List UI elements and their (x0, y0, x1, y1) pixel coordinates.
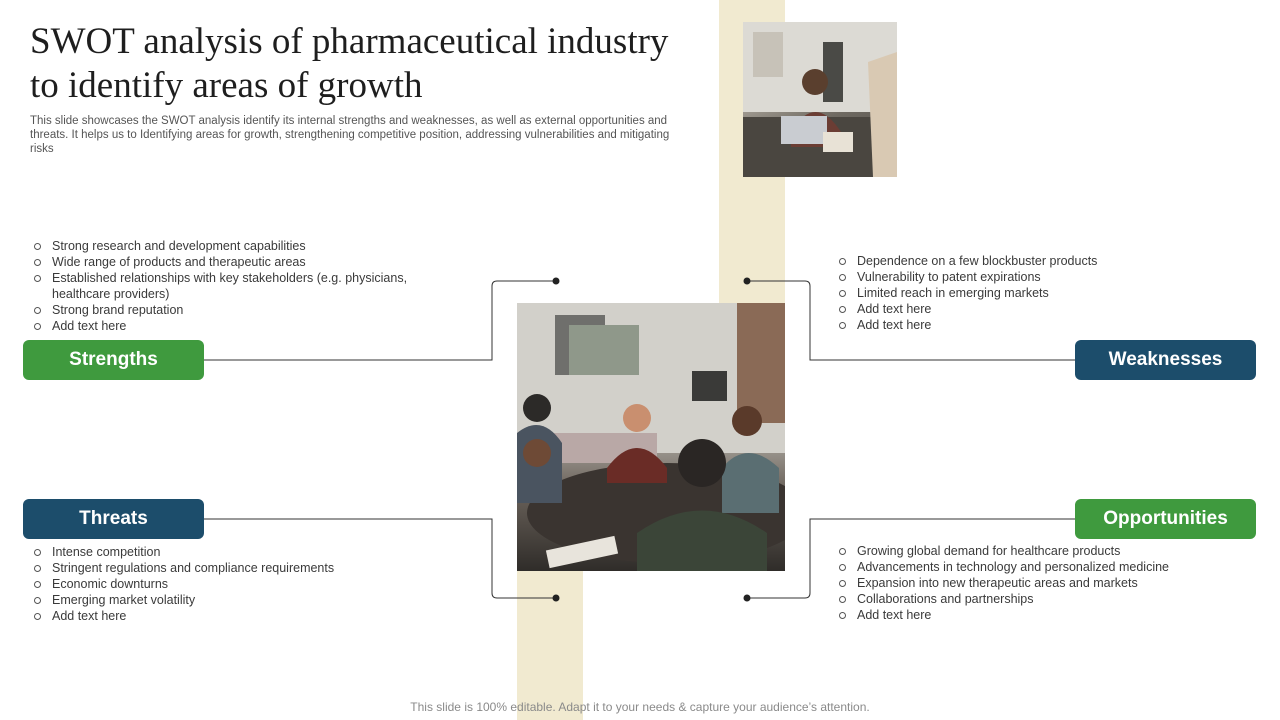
connector-dot-strengths (552, 277, 560, 285)
connector-dot-weaknesses (743, 277, 751, 285)
list-item: Add text here (30, 318, 450, 334)
footer-note: This slide is 100% editable. Adapt it to… (410, 700, 870, 714)
page-title: SWOT analysis of pharmaceutical industry… (30, 21, 669, 106)
list-item: Limited reach in emerging markets (835, 285, 1255, 301)
team-meeting-photo (517, 303, 785, 571)
team-meeting-illustration (517, 303, 785, 571)
weaknesses-badge: Weaknesses (1075, 340, 1256, 380)
opportunities-badge: Opportunities (1075, 499, 1256, 539)
list-item: Expansion into new therapeutic areas and… (835, 575, 1255, 591)
list-item: Add text here (835, 607, 1255, 623)
list-item: Advancements in technology and personali… (835, 559, 1255, 575)
strengths-list: Strong research and development capabili… (30, 238, 450, 334)
list-item: Dependence on a few blockbuster products (835, 253, 1255, 269)
weaknesses-list: Dependence on a few blockbuster products… (835, 253, 1255, 333)
beige-bar-bottom (517, 571, 583, 720)
list-item: Vulnerability to patent expirations (835, 269, 1255, 285)
list-item: Add text here (835, 301, 1255, 317)
person-at-laptop-illustration (743, 22, 897, 177)
list-item: Growing global demand for healthcare pro… (835, 543, 1255, 559)
page-subtitle: This slide showcases the SWOT analysis i… (30, 115, 670, 155)
list-item: Established relationships with key stake… (30, 270, 450, 302)
list-item: Collaborations and partnerships (835, 591, 1255, 607)
list-item: Strong brand reputation (30, 302, 450, 318)
list-item: Emerging market volatility (30, 592, 450, 608)
list-item: Stringent regulations and compliance req… (30, 560, 450, 576)
person-at-laptop-photo (743, 22, 897, 177)
threats-list: Intense competition Stringent regulation… (30, 544, 450, 624)
connector-dot-threats (552, 594, 560, 602)
list-item: Strong research and development capabili… (30, 238, 450, 254)
threats-badge: Threats (23, 499, 204, 539)
strengths-badge: Strengths (23, 340, 204, 380)
list-item: Economic downturns (30, 576, 450, 592)
list-item: Intense competition (30, 544, 450, 560)
opportunities-list: Growing global demand for healthcare pro… (835, 543, 1255, 623)
list-item: Add text here (30, 608, 450, 624)
list-item: Wide range of products and therapeutic a… (30, 254, 450, 270)
connector-dot-opportunities (743, 594, 751, 602)
list-item: Add text here (835, 317, 1255, 333)
